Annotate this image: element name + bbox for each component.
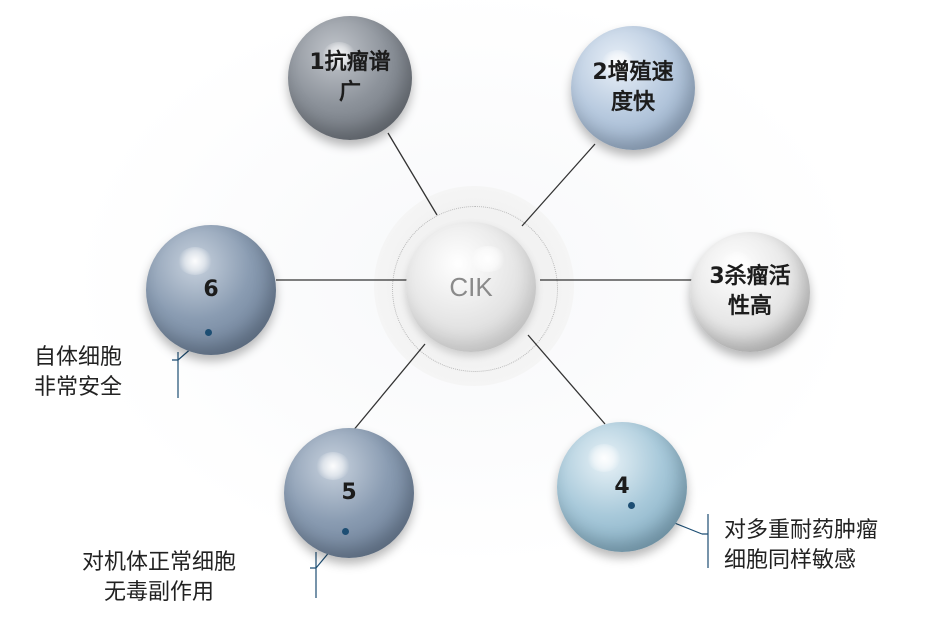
node-2-label: 2增殖速度快 xyxy=(592,60,674,115)
node-6-highlight xyxy=(178,247,212,275)
connector-2 xyxy=(521,143,596,227)
callout-bracket-4 xyxy=(702,514,709,568)
center-label: CIK xyxy=(449,271,493,302)
node-5-highlight xyxy=(316,452,350,480)
node-1: 1抗瘤谱广 xyxy=(288,16,412,140)
callout-dot-6 xyxy=(205,329,212,336)
node-4-label: 4 xyxy=(614,474,630,499)
note-6-line-2: 非常安全 xyxy=(34,375,123,400)
node-1-highlight xyxy=(322,42,356,70)
note-6-line-1: 自体细胞 xyxy=(34,345,123,370)
note-5-line-1: 对机体正常细胞 xyxy=(82,550,237,575)
note-node-4: 对多重耐药肿瘤 细胞同样敏感 xyxy=(724,516,878,576)
node-5-label: 5 xyxy=(341,480,357,505)
node-3: 3杀瘤活性高 xyxy=(690,232,810,352)
note-5-line-2: 无毒副作用 xyxy=(104,580,215,605)
note-node-5: 对机体正常细胞 无毒副作用 xyxy=(82,548,236,608)
center-node-cik: CIK xyxy=(406,222,536,352)
node-6: 6 xyxy=(146,225,276,355)
connector-5 xyxy=(351,343,426,433)
node-3-highlight xyxy=(720,252,754,280)
center-dotted-ring xyxy=(392,206,558,372)
note-4-line-2: 细胞同样敏感 xyxy=(724,548,857,573)
node-1-label: 1抗瘤谱广 xyxy=(309,50,391,105)
connector-1 xyxy=(387,132,438,216)
node-3-label: 3杀瘤活性高 xyxy=(709,264,791,319)
node-5: 5 xyxy=(284,428,414,558)
node-6-label: 6 xyxy=(203,277,219,302)
callout-bracket-5 xyxy=(310,552,317,598)
node-4: 4 xyxy=(557,422,687,552)
node-4-highlight xyxy=(587,444,621,472)
callout-dot-4 xyxy=(628,502,635,509)
node-2: 2增殖速度快 xyxy=(571,26,695,150)
connector-4 xyxy=(527,334,606,425)
callout-dot-5 xyxy=(342,528,349,535)
callout-bracket-6 xyxy=(172,352,179,398)
node-2-highlight xyxy=(601,50,635,78)
center-highlight xyxy=(470,246,506,272)
note-4-line-1: 对多重耐药肿瘤 xyxy=(724,518,879,543)
note-node-6: 自体细胞 非常安全 xyxy=(34,343,122,403)
